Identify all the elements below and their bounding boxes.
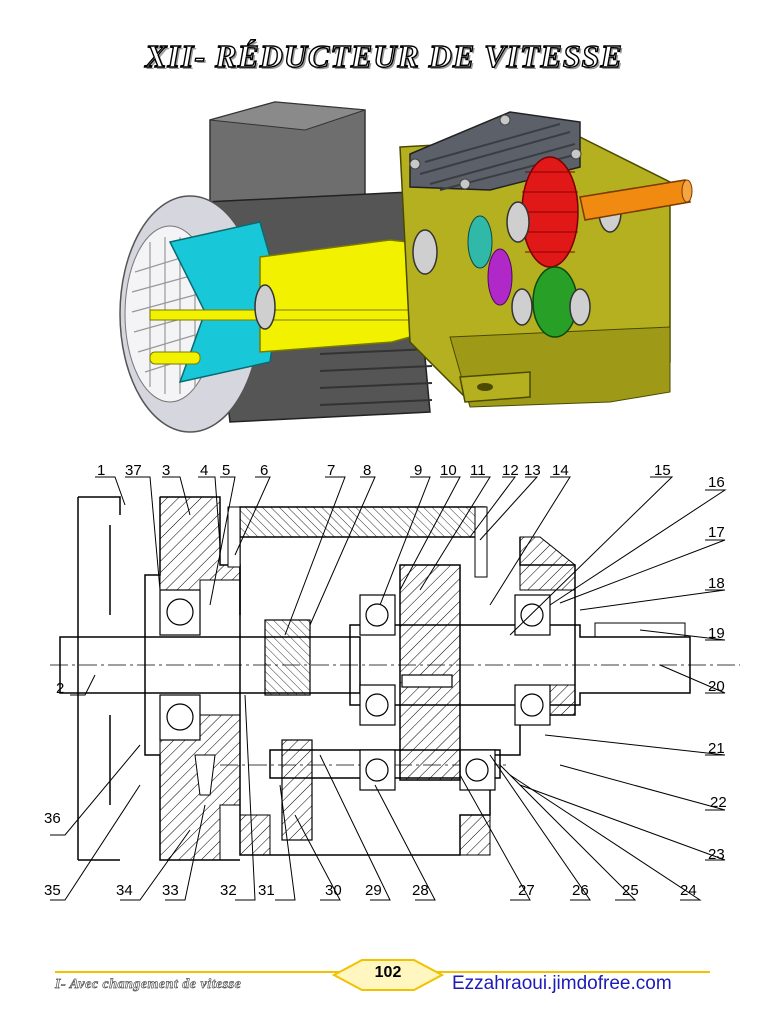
rotor <box>259 239 411 353</box>
part-label: 33 <box>162 882 179 899</box>
part-label: 25 <box>622 882 639 899</box>
output-shaft <box>579 179 691 221</box>
page-title: XII- RÉDUCTEUR DE VITESSE <box>145 37 623 74</box>
part-label: 19 <box>708 625 725 642</box>
part-label: 27 <box>518 882 535 899</box>
part-label: 28 <box>412 882 429 899</box>
part-label: 4 <box>200 462 208 479</box>
part-label: 15 <box>654 462 671 479</box>
part-label: 22 <box>710 794 727 811</box>
part-label: 5 <box>222 462 230 479</box>
part-label: 20 <box>708 678 725 695</box>
part-label: 31 <box>258 882 275 899</box>
part-label: 16 <box>708 474 725 491</box>
website-link[interactable]: Ezzahraoui.jimdofree.com <box>452 973 672 994</box>
part-label: 17 <box>708 524 725 541</box>
part-label: 35 <box>44 882 61 899</box>
part-label: 24 <box>680 882 697 899</box>
part-label: 2 <box>56 680 64 697</box>
part-label: 11 <box>470 462 486 479</box>
part-label: 30 <box>325 882 342 899</box>
part-label: 32 <box>220 882 237 899</box>
part-label: 6 <box>260 462 268 479</box>
part-label: 18 <box>708 575 725 592</box>
part-label: 21 <box>708 740 725 757</box>
part-label: 36 <box>44 810 61 827</box>
part-label: 12 <box>502 462 519 479</box>
part-label: 26 <box>572 882 589 899</box>
part-label: 23 <box>708 846 725 863</box>
part-label: 34 <box>116 882 133 899</box>
part-label: 3 <box>162 462 170 479</box>
sectional-drawing: 1 37 3 4 5 6 7 8 9 10 11 12 13 14 15 16 … <box>44 462 740 901</box>
page-number-badge <box>332 959 444 991</box>
part-label: 37 <box>125 462 142 479</box>
page-number: 102 <box>374 964 402 981</box>
motor-reducer-render <box>119 101 693 433</box>
part-label: 7 <box>327 462 335 479</box>
part-label: 8 <box>363 462 371 479</box>
part-label: 9 <box>414 462 422 479</box>
part-label: 13 <box>524 462 541 479</box>
part-label: 10 <box>440 462 457 479</box>
part-label: 14 <box>552 462 569 479</box>
part-label: 1 <box>97 462 105 479</box>
part-label: 29 <box>365 882 382 899</box>
footer-section-title: I- Avec changement de vitesse <box>55 977 242 993</box>
